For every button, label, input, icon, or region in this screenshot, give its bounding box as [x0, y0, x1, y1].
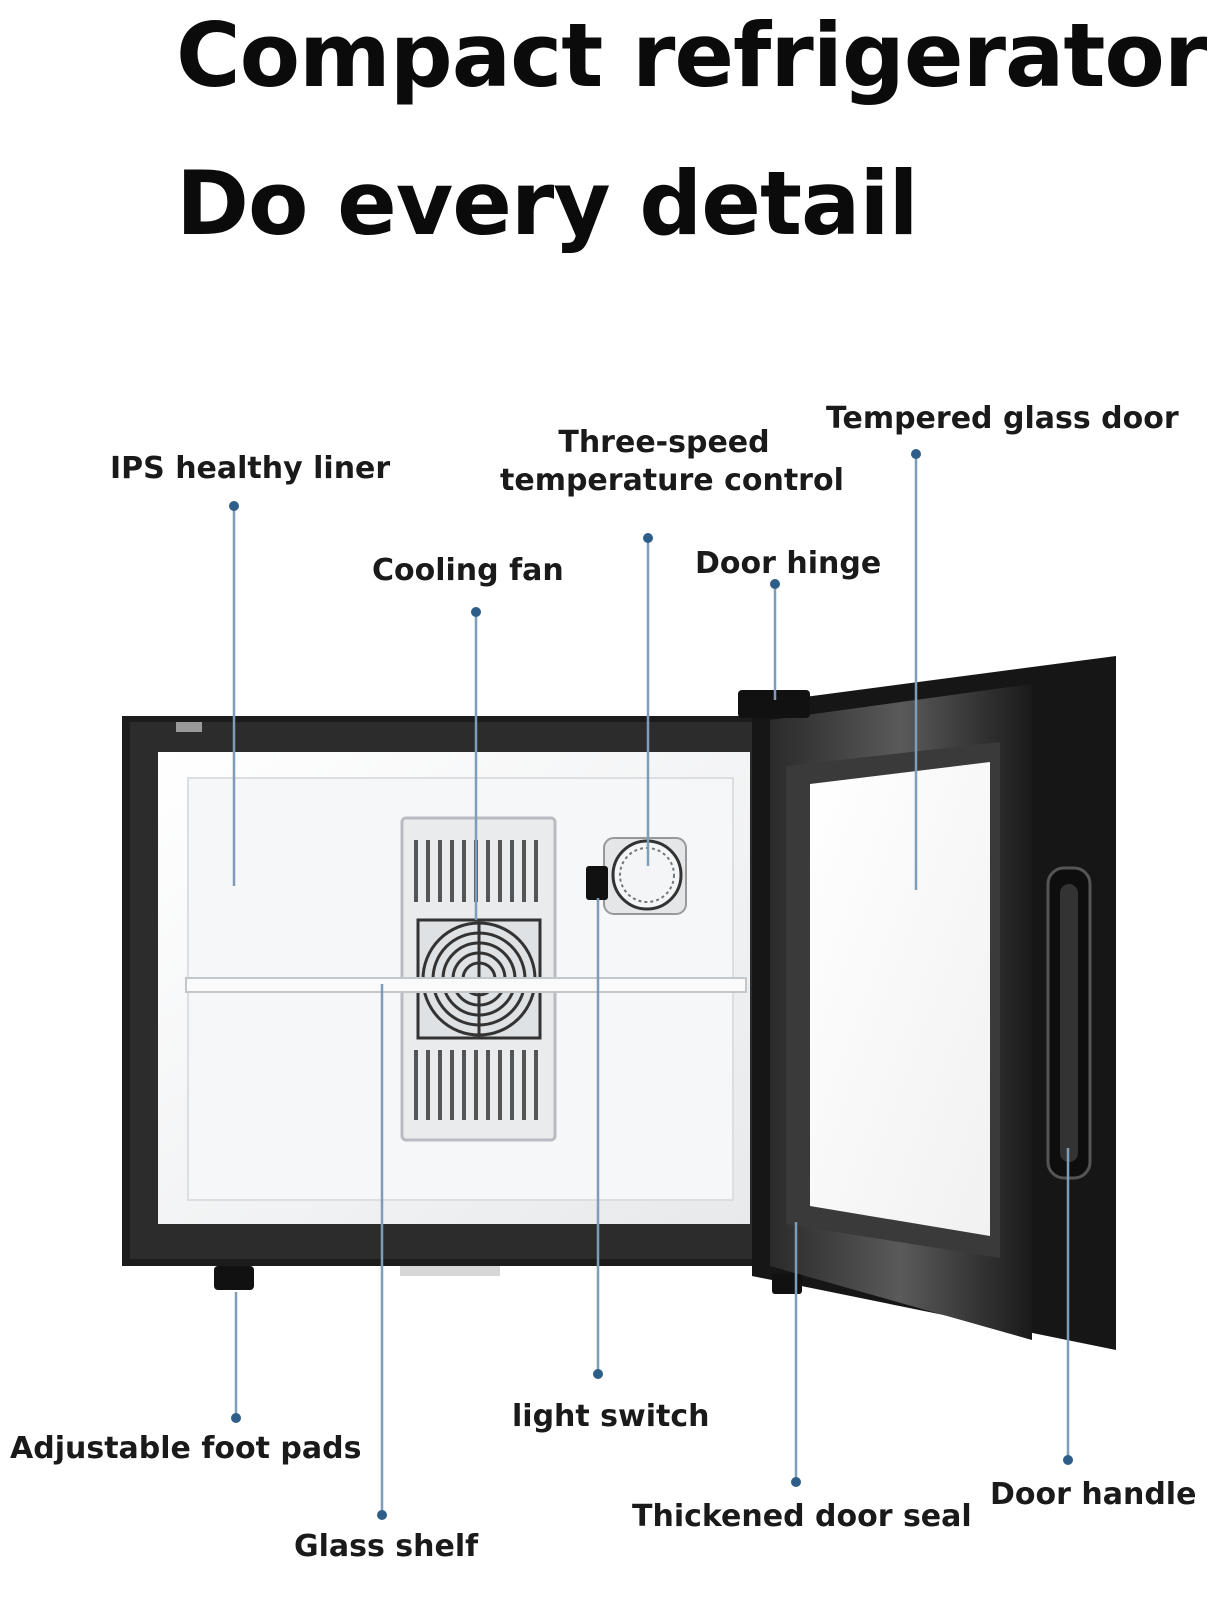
label-glass-door: Tempered glass door: [826, 401, 1179, 436]
label-glass-shelf: Glass shelf: [294, 1529, 479, 1564]
headline-title: Compact refrigerator: [176, 4, 1207, 107]
light-switch: [586, 866, 608, 900]
label-door-hinge: Door hinge: [695, 546, 882, 581]
leader-dots: [229, 449, 1073, 1520]
label-temperature-control: Three-speed temperature control: [500, 424, 844, 499]
tempered-glass-pane: [810, 762, 990, 1236]
label-temperature-control-line2: temperature control: [500, 462, 844, 498]
foot-pad-left: [214, 1266, 254, 1290]
label-foot-pads: Adjustable foot pads: [10, 1431, 362, 1466]
label-door-handle: Door handle: [990, 1477, 1197, 1512]
glass-shelf: [185, 977, 747, 993]
leader-lines: [232, 454, 1070, 1515]
foot-pad-right: [772, 1274, 802, 1294]
temperature-dial: [603, 837, 687, 915]
label-ips-liner: IPS healthy liner: [110, 451, 391, 486]
label-cooling-fan: Cooling fan: [372, 553, 564, 588]
headline-subtitle: Do every detail: [176, 152, 919, 255]
label-door-seal: Thickened door seal: [632, 1499, 972, 1534]
label-temperature-control-line1: Three-speed: [558, 425, 770, 460]
door-hinge: [738, 690, 810, 718]
glass-door: [738, 656, 1116, 1350]
label-light-switch: light switch: [512, 1399, 710, 1434]
cooling-fan-module: [400, 816, 557, 1142]
